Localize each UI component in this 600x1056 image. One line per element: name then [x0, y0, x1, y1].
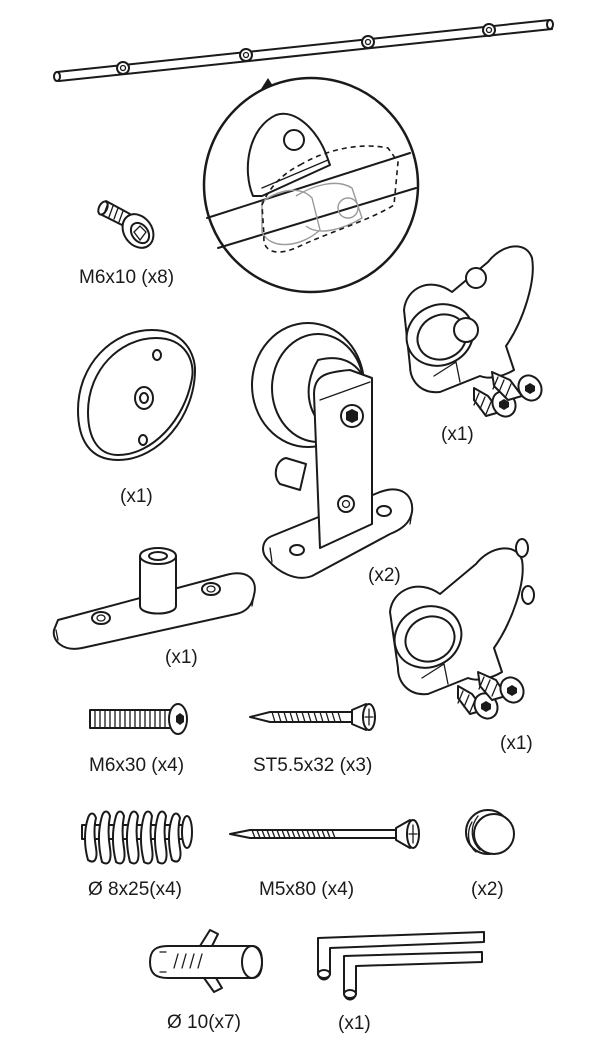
- roller-icon: [251, 322, 414, 579]
- spacer-8x25-icon: [81, 810, 193, 865]
- wall-anchor-10-icon: [149, 929, 263, 993]
- rail-fastener: [239, 48, 253, 62]
- label-screw-m6x30: M6x30 (x4): [89, 755, 185, 776]
- label-spacer-8x25: Ø 8x25(x4): [88, 879, 182, 900]
- floor-guide-icon: [52, 547, 256, 650]
- label-mount-plate: (x1): [120, 486, 153, 507]
- rail-fastener: [361, 35, 375, 49]
- screw-st55x32-icon: [249, 703, 376, 731]
- label-screw-m5x80: M5x80 (x4): [259, 879, 355, 900]
- label-bracket-bottom: (x1): [500, 733, 533, 754]
- bracket-bolt: [477, 671, 525, 704]
- detail-callout: [202, 76, 420, 294]
- mount-plate-icon: [77, 329, 196, 461]
- label-hex-keys: (x1): [338, 1013, 371, 1034]
- label-roller: (x2): [368, 565, 401, 586]
- bracket-bottom-icon: [389, 538, 535, 720]
- hex-keys-icon: [317, 931, 485, 1001]
- bracket-bolt: [491, 371, 543, 402]
- track-rail: [53, 19, 554, 82]
- label-screw-st55x32: ST5.5x32 (x3): [253, 755, 373, 776]
- rail-fastener: [116, 61, 130, 75]
- bracket-top-icon: [403, 245, 543, 418]
- bracket-bolt: [473, 387, 517, 418]
- screw-m6x30-icon: [89, 703, 188, 735]
- label-floor-guide: (x1): [165, 647, 198, 668]
- rail-fastener: [482, 23, 496, 37]
- label-anchor-10: Ø 10(x7): [167, 1012, 241, 1033]
- label-end-cap: (x2): [471, 879, 504, 900]
- label-screw-m6x10: M6x10 (x8): [79, 267, 175, 288]
- end-cap-icon: [465, 809, 515, 855]
- screw-m6x10-icon: [97, 200, 155, 249]
- label-bracket-top: (x1): [441, 424, 474, 445]
- screw-m5x80-icon: [229, 819, 420, 849]
